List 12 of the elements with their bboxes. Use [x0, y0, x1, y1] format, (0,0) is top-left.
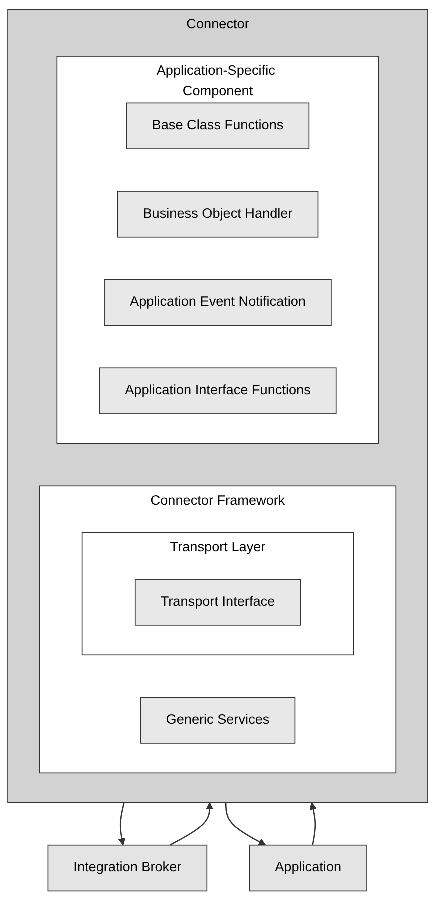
- node-box: Application: [249, 844, 368, 892]
- node-box: Integration Broker: [48, 844, 208, 892]
- arrow: [310, 802, 317, 846]
- node-box: Transport Interface: [134, 579, 302, 626]
- arrow: [225, 802, 266, 846]
- node-box: Application Interface Functions: [99, 368, 337, 414]
- node-box: Application Event Notification: [104, 279, 332, 326]
- node-box: Base Class Functions: [126, 102, 310, 150]
- arrow: [118, 802, 126, 846]
- arrow: [170, 802, 214, 846]
- node-box: Generic Services: [140, 697, 296, 744]
- node-box: Business Object Handler: [117, 191, 319, 238]
